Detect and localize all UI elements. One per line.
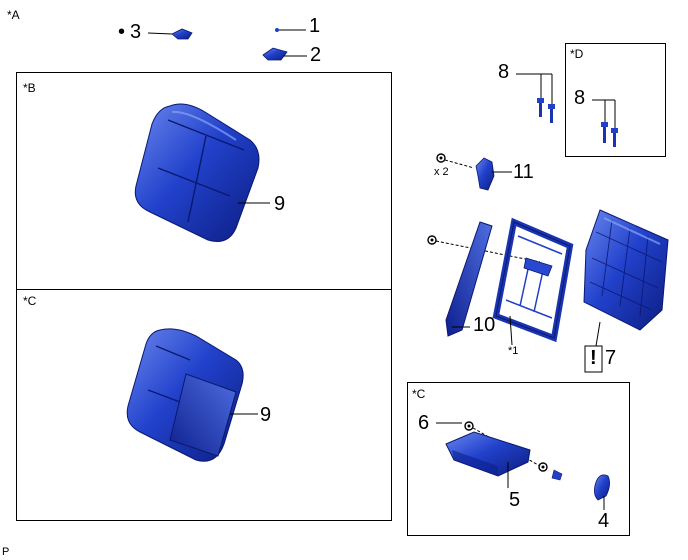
part-5-armrest	[445, 431, 563, 488]
part-9-seatback-pad-lower	[126, 328, 258, 462]
view-label-b: *B	[23, 81, 36, 95]
part-4-cover	[594, 474, 610, 510]
part-11-bracket	[436, 153, 512, 191]
view-d-frame	[565, 43, 666, 157]
quantity-label: x 2	[434, 166, 449, 178]
bullet-mark: •	[118, 21, 126, 43]
callout-4: 4	[598, 510, 610, 532]
callout-10: 10	[473, 314, 496, 336]
part-2-cover	[262, 47, 307, 61]
view-label-a: *A	[7, 8, 20, 22]
callout-5: 5	[509, 489, 521, 511]
callout-9-upper: 9	[274, 193, 286, 215]
part-3-clip	[147, 28, 193, 40]
part-6-nut	[436, 421, 541, 467]
callout-8-view-d: 8	[574, 87, 586, 109]
callout-1: 1	[309, 15, 321, 37]
part-8-screws-view-d	[592, 99, 618, 147]
callout-2: 2	[310, 44, 322, 66]
view-label-c-lower: *C	[412, 387, 426, 401]
callout-6: 6	[418, 412, 430, 434]
part-10-seatback-frame	[427, 217, 574, 346]
view-label-c-upper: *C	[23, 294, 37, 308]
view-c-frame-lower	[407, 382, 630, 536]
callout-8-outer: 8	[498, 61, 510, 83]
callout-7: 7	[605, 347, 617, 369]
part-8-screws	[516, 73, 555, 123]
part-1-pin	[275, 28, 306, 32]
part-7-back-board	[583, 209, 669, 373]
callout-9-lower: 9	[260, 404, 272, 426]
callout-3: 3	[130, 21, 142, 43]
part-9-seatback-pad	[134, 103, 270, 242]
view-label-d: *D	[570, 47, 584, 61]
caution-mark: !	[590, 347, 597, 369]
callout-11: 11	[513, 161, 534, 183]
view-c-frame-upper	[16, 289, 392, 521]
footer-mark: P	[2, 546, 10, 558]
note-label-1: *1	[508, 345, 519, 357]
